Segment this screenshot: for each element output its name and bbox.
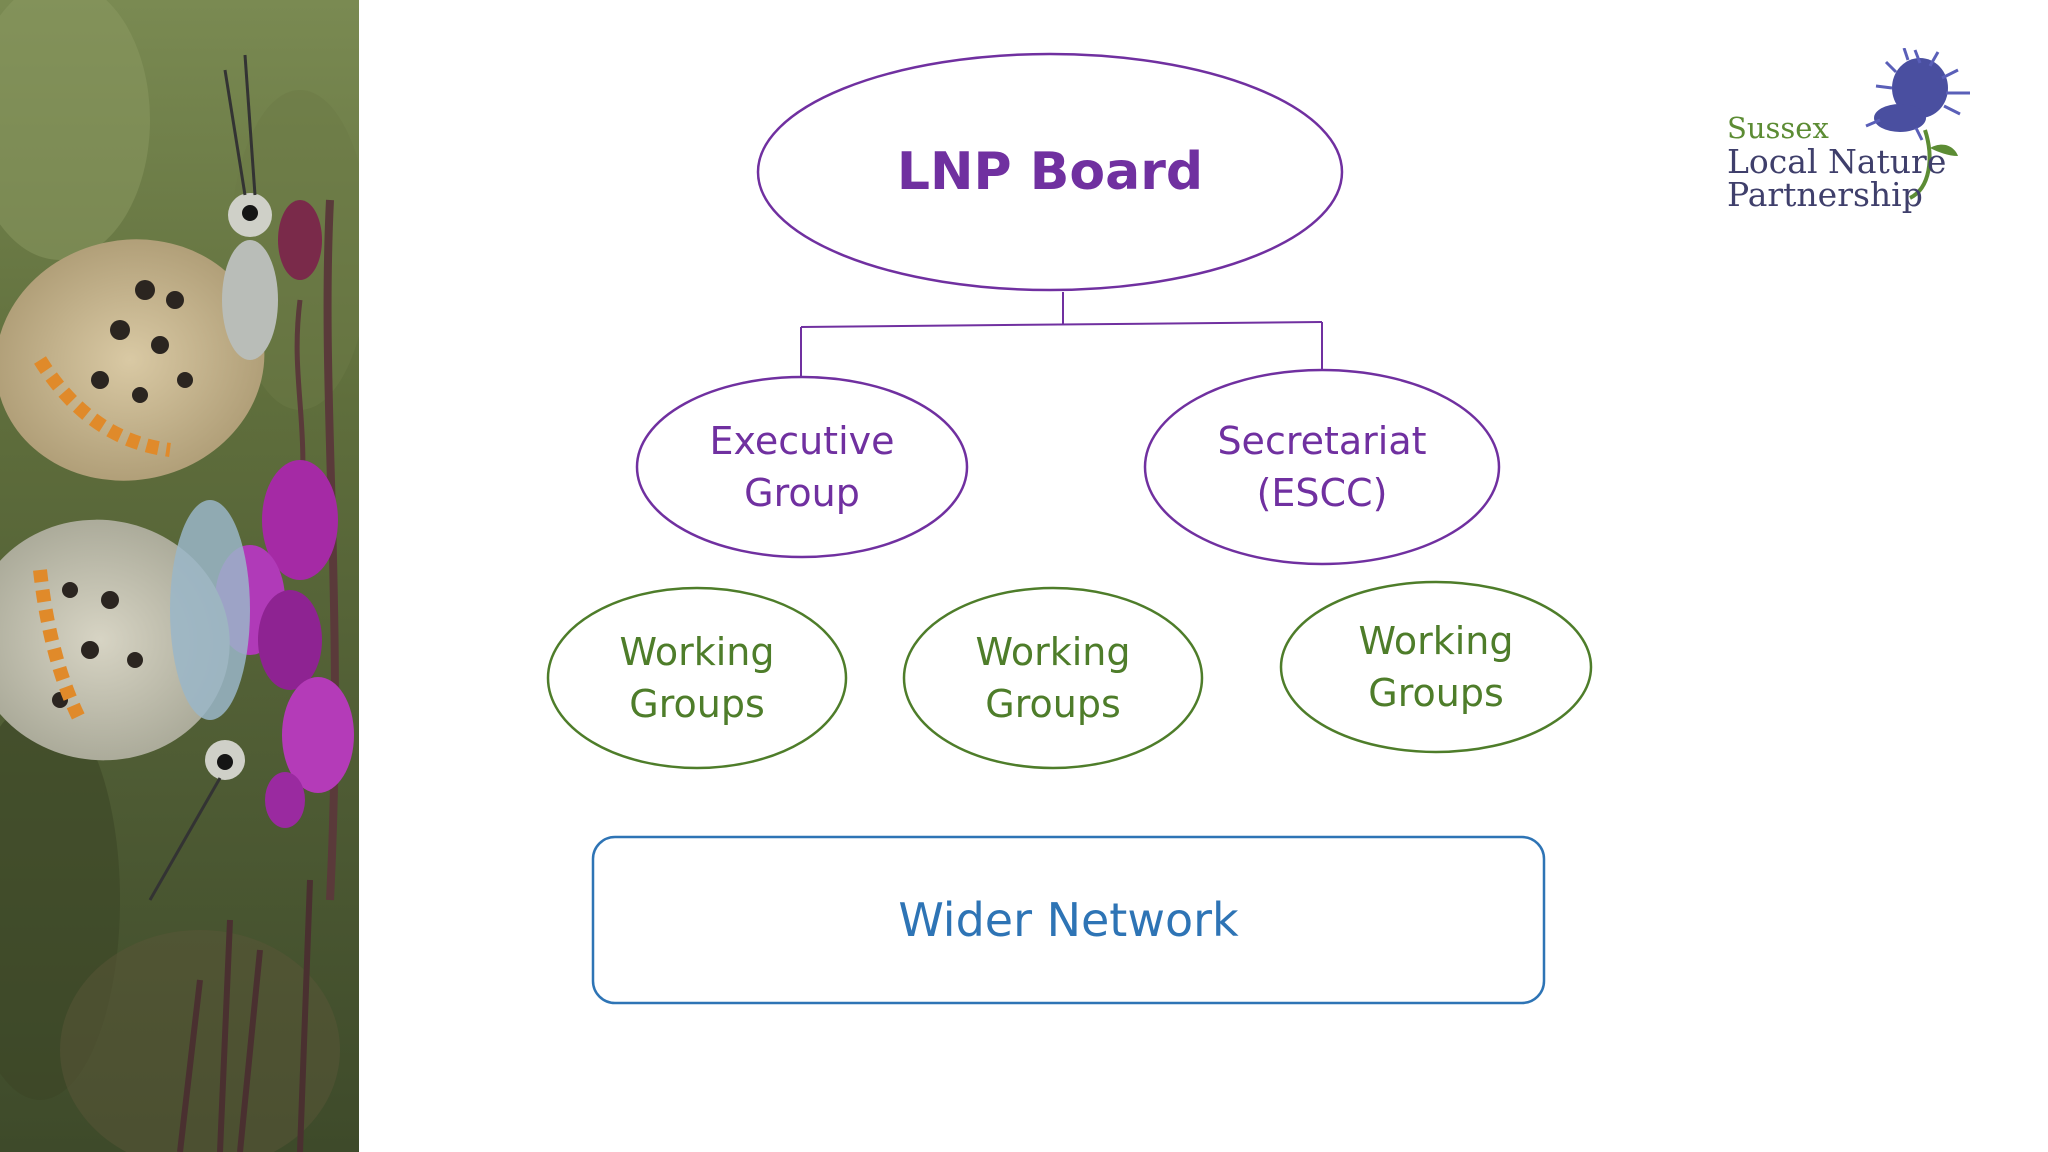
logo-line-partnership: Partnership <box>1727 175 1923 214</box>
thistle-flower-logo-icon <box>1865 48 1970 200</box>
executive-group-label: Executive Group <box>709 419 895 515</box>
logo-line-local-nature: Local Nature <box>1727 142 1947 181</box>
secretariat-shape <box>1143 368 1501 566</box>
lnp-board-shape <box>756 52 1344 292</box>
executive-group-shape <box>635 375 969 559</box>
lnp-board-label: LNP Board <box>896 142 1204 202</box>
working-groups-label-3: Working Groups <box>1358 619 1514 715</box>
working-groups-label-2: Working Groups <box>975 630 1131 726</box>
wider-network-label: Wider Network <box>898 893 1239 947</box>
logo-text: Sussex Local Nature Partnership <box>1727 111 1947 214</box>
working-groups-shape-3 <box>1279 580 1593 754</box>
connector-lines <box>800 292 1323 376</box>
butterflies-photo <box>0 0 359 1152</box>
wider-network-shape <box>591 835 1546 1005</box>
logo-line-sussex: Sussex <box>1727 111 1829 145</box>
secretariat-label: Secretariat (ESCC) <box>1217 419 1427 515</box>
working-groups-shape-1 <box>546 586 848 770</box>
working-groups-label-1: Working Groups <box>619 630 775 726</box>
working-groups-shape-2 <box>902 586 1204 770</box>
